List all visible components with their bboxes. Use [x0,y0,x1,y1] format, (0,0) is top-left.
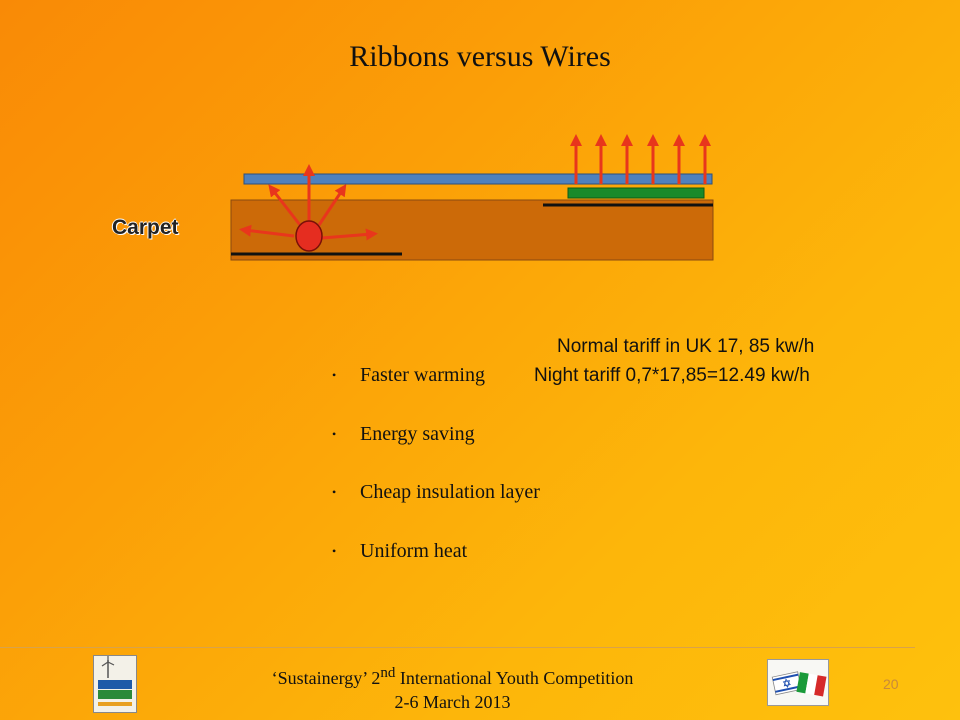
night-tariff-text: Night tariff 0,7*17,85=12.49 kw/h [534,365,810,386]
bullet-icon: • [332,426,337,441]
normal-tariff-text: Normal tariff in UK 17, 85 kw/h [557,336,815,357]
list-item: •Faster warming [332,364,485,386]
footer-line-2: 2-6 March 2013 [394,692,511,712]
bullet-icon: • [332,543,337,558]
footer-divider [0,647,915,648]
upward-heat-arrows [570,134,711,184]
heating-wire-icon [295,220,323,252]
green-ribbon [567,187,705,199]
footer-line-1: ‘Sustainergy’ 2nd International Youth Co… [271,665,634,688]
list-item: •Energy saving [332,422,475,445]
slide-title: Ribbons versus Wires [349,40,611,73]
page-number: 20 [883,676,899,692]
bullet-icon: • [332,485,337,499]
blue-ribbon [243,173,713,185]
benefits-list: •Faster warming •Energy saving •Cheap in… [332,362,540,596]
radiating-heat-arrows [239,164,378,241]
list-item: •Uniform heat [332,539,468,562]
israel-italy-flags-icon [767,659,829,706]
footer-text: ‘Sustainergy’ 2nd International Youth Co… [0,661,905,714]
list-item: •Cheap insulation layer [332,481,540,503]
heating-diagram [230,134,714,261]
eilat-eilot-logo [93,655,137,713]
carpet-label: Carpet [112,216,179,239]
bullet-icon: • [332,368,337,382]
